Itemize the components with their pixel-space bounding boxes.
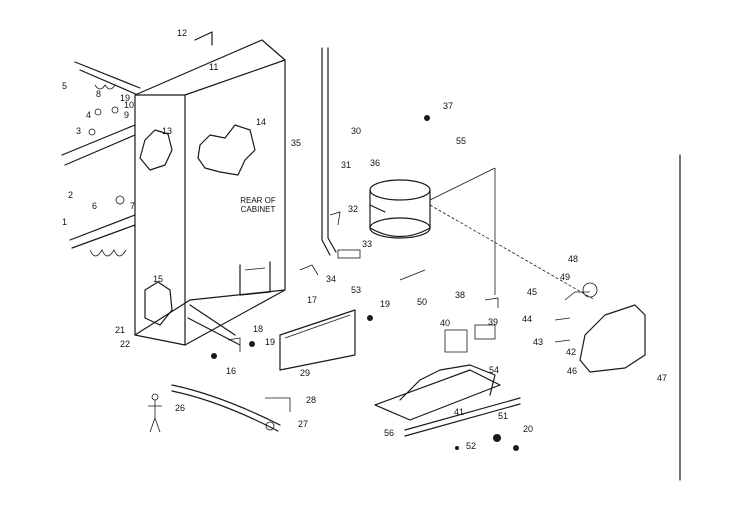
callout-2: 2: [68, 190, 74, 200]
callout-20: 20: [523, 424, 534, 434]
fill-tube: [171, 384, 281, 432]
callout-44: 44: [522, 314, 533, 324]
callout-12: 12: [177, 28, 188, 38]
stick-figure: [148, 393, 162, 433]
callout-34: 34: [326, 274, 337, 284]
compressor: [369, 167, 596, 301]
drain-tube: [321, 47, 337, 256]
callout-36: 36: [370, 158, 381, 168]
callout-13: 13: [162, 126, 173, 136]
callout-5: 5: [62, 81, 68, 91]
left-rails: [61, 61, 141, 257]
callout-19b: 19: [380, 299, 391, 309]
fasteners: [211, 115, 519, 451]
callout-29: 29: [300, 368, 311, 378]
callout-45: 45: [527, 287, 538, 297]
callout-7: 7: [130, 201, 136, 211]
callout-31: 31: [341, 160, 352, 170]
callout-53: 53: [351, 285, 362, 295]
callout-6: 6: [92, 201, 98, 211]
callout-30: 30: [351, 126, 362, 136]
rear-of-cabinet-note: REAR OF CABINET: [240, 196, 276, 214]
callout-8: 8: [96, 89, 102, 99]
callout-37: 37: [443, 101, 454, 111]
callout-14: 14: [256, 117, 267, 127]
callout-33: 33: [362, 239, 373, 249]
callout-26: 26: [175, 403, 186, 413]
callout-22: 22: [120, 339, 131, 349]
callout-49: 49: [560, 272, 571, 282]
callout-43: 43: [533, 337, 544, 347]
callout-11: 11: [209, 62, 219, 72]
right-assembly: [554, 154, 681, 481]
cabinet-body: [134, 39, 286, 346]
callout-41: 41: [454, 407, 465, 417]
callout-4: 4: [86, 110, 92, 120]
callout-9: 9: [124, 110, 130, 120]
callout-32: 32: [348, 204, 359, 214]
callout-17: 17: [307, 295, 318, 305]
callout-56: 56: [384, 428, 395, 438]
callout-42: 42: [566, 347, 577, 357]
callout-19c: 19: [120, 93, 131, 103]
callout-18: 18: [253, 324, 264, 334]
callout-51: 51: [498, 411, 509, 421]
callout-35: 35: [291, 138, 302, 148]
callout-27: 27: [298, 419, 309, 429]
callout-1: 1: [62, 217, 68, 227]
callout-48: 48: [568, 254, 579, 264]
callout-55: 55: [456, 136, 467, 146]
small-parts: [227, 211, 499, 412]
base-pan: [279, 309, 521, 437]
callout-19a: 19: [265, 337, 276, 347]
callout-28: 28: [306, 395, 317, 405]
callout-46: 46: [567, 366, 578, 376]
callout-39: 39: [488, 317, 499, 327]
callout-10: 10: [124, 100, 135, 110]
rear-bracket: [187, 31, 241, 346]
callout-52: 52: [466, 441, 477, 451]
callout-21: 21: [115, 325, 126, 335]
callout-38: 38: [455, 290, 466, 300]
callout-47: 47: [657, 373, 668, 383]
callout-15: 15: [153, 274, 164, 284]
callout-3: 3: [76, 126, 82, 136]
callout-16: 16: [226, 366, 237, 376]
callout-54: 54: [489, 365, 500, 375]
callout-50: 50: [417, 297, 428, 307]
callout-40: 40: [440, 318, 451, 328]
